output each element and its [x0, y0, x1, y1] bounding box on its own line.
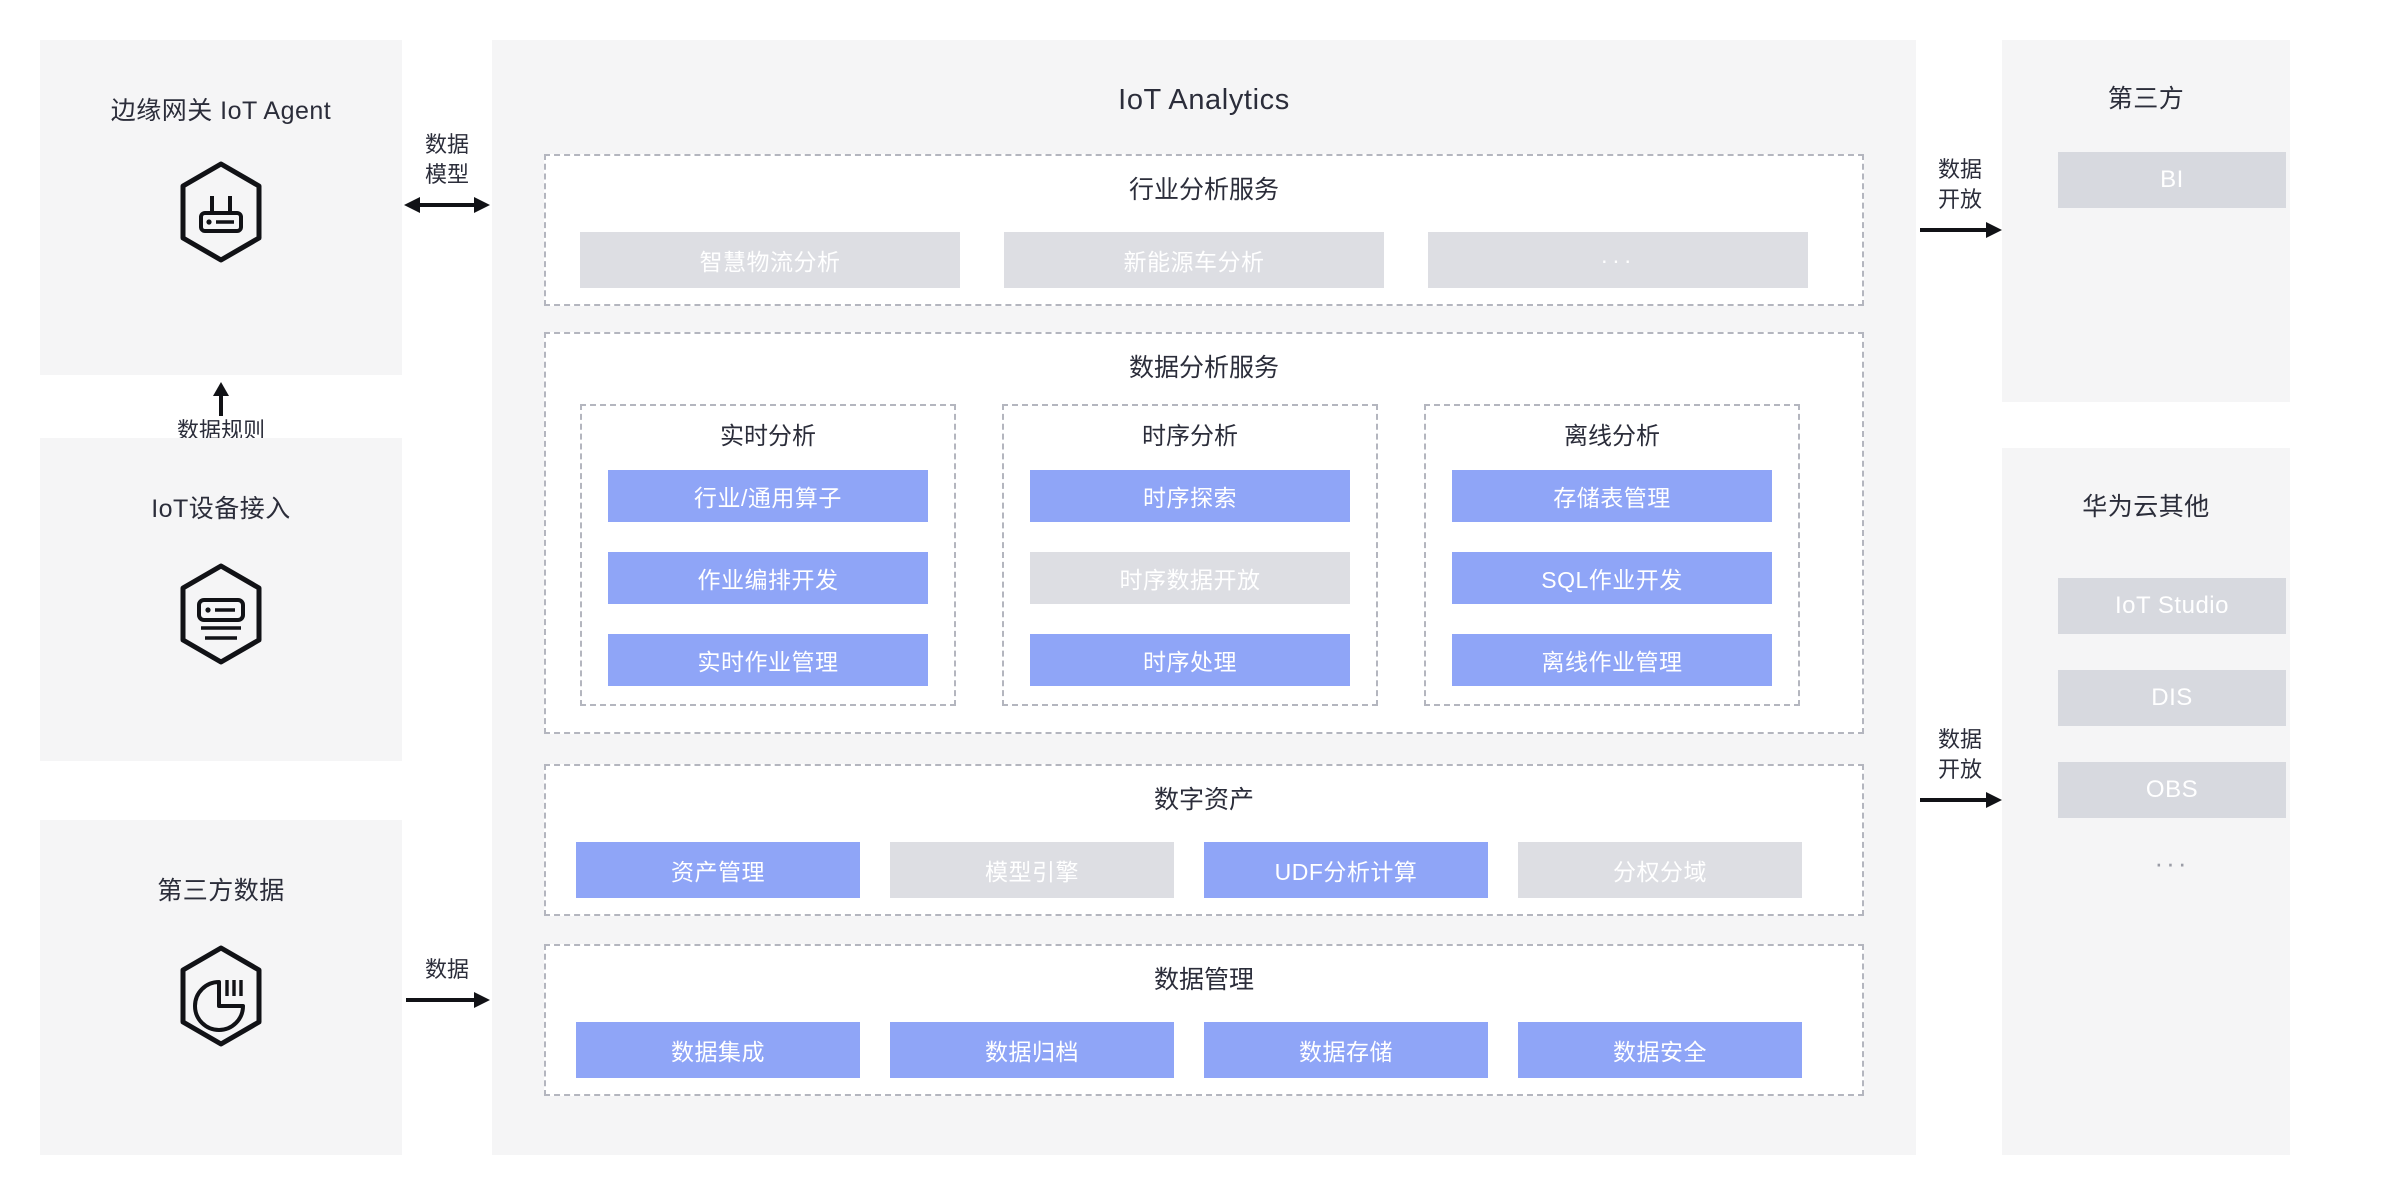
source-panel-edge-gateway: 边缘网关 IoT Agent: [40, 40, 402, 375]
group-timeseries-analysis: 时序分析 时序探索 时序数据开放 时序处理: [1002, 404, 1378, 706]
iot-analytics-container: IoT Analytics 行业分析服务 智慧物流分析 新能源车分析 ··· 数…: [492, 40, 1916, 1155]
chip-timeseries-0[interactable]: 时序探索: [1030, 470, 1350, 522]
source-panel-device-access: IoT设备接入: [40, 438, 402, 761]
chip-timeseries-2[interactable]: 时序处理: [1030, 634, 1350, 686]
section-industry-analysis: 行业分析服务 智慧物流分析 新能源车分析 ···: [544, 154, 1864, 306]
group-offline-analysis-title: 离线分析: [1564, 423, 1660, 450]
connector-data-model-label: 数据 模型: [424, 132, 469, 187]
section-data-management: 数据管理 数据集成 数据归档 数据存储 数据安全: [544, 944, 1864, 1096]
consumer-panel-huawei-cloud-other: 华为云其他 IoT Studio DIS OBS ···: [2002, 448, 2290, 1155]
third-party-data-title: 第三方数据: [157, 877, 285, 905]
chip-huawei-dis[interactable]: DIS: [2058, 670, 2286, 726]
chip-timeseries-1[interactable]: 时序数据开放: [1030, 552, 1350, 604]
router-hexagon-icon: [40, 160, 402, 264]
chip-industry-1[interactable]: 新能源车分析: [1004, 232, 1384, 288]
arrow-up-icon: [213, 382, 229, 416]
arrow-right-icon: [1920, 792, 2002, 808]
group-realtime-analysis-title: 实时分析: [720, 423, 816, 450]
section-data-analysis: 数据分析服务 实时分析 行业/通用算子 作业编排开发 实时作业管理 时序分析 时…: [544, 332, 1864, 734]
chip-huawei-iot-studio[interactable]: IoT Studio: [2058, 578, 2286, 634]
chip-asset-0[interactable]: 资产管理: [576, 842, 860, 898]
chip-asset-1[interactable]: 模型引擎: [890, 842, 1174, 898]
connector-data-model: 数据 模型: [402, 130, 492, 216]
huawei-cloud-other-title: 华为云其他: [2082, 493, 2210, 521]
connector-data-open-bottom: 数据 开放: [1916, 725, 2004, 811]
section-data-analysis-title: 数据分析服务: [1128, 354, 1279, 382]
third-party-title: 第三方: [2107, 85, 2185, 113]
group-timeseries-analysis-title: 时序分析: [1142, 423, 1238, 450]
section-industry-analysis-title: 行业分析服务: [1128, 176, 1279, 204]
chip-offline-1[interactable]: SQL作业开发: [1452, 552, 1772, 604]
source-panel-third-party-data: 第三方数据: [40, 820, 402, 1155]
pie-chart-hexagon-icon: [40, 944, 402, 1048]
chip-offline-0[interactable]: 存储表管理: [1452, 470, 1772, 522]
chip-realtime-0[interactable]: 行业/通用算子: [608, 470, 928, 522]
section-digital-assets: 数字资产 资产管理 模型引擎 UDF分析计算 分权分域: [544, 764, 1864, 916]
connector-data-in-label: 数据: [424, 957, 469, 982]
connector-data-in: 数据: [402, 955, 492, 1011]
connector-data-open-top: 数据 开放: [1916, 155, 2004, 241]
connector-data-open-bottom-label: 数据 开放: [1937, 727, 1982, 782]
arrow-right-icon: [406, 992, 490, 1008]
edge-gateway-title: 边缘网关 IoT Agent: [110, 97, 332, 125]
chip-datamgmt-1[interactable]: 数据归档: [890, 1022, 1174, 1078]
chip-industry-0[interactable]: 智慧物流分析: [580, 232, 960, 288]
chip-asset-2[interactable]: UDF分析计算: [1204, 842, 1488, 898]
group-realtime-analysis: 实时分析 行业/通用算子 作业编排开发 实时作业管理: [580, 404, 956, 706]
chip-asset-3[interactable]: 分权分域: [1518, 842, 1802, 898]
group-offline-analysis: 离线分析 存储表管理 SQL作业开发 离线作业管理: [1424, 404, 1800, 706]
section-data-management-title: 数据管理: [1153, 966, 1254, 994]
chip-third-party-bi[interactable]: BI: [2058, 152, 2286, 208]
huawei-cloud-other-ellipsis: ···: [2154, 848, 2190, 878]
arrow-right-icon: [1920, 222, 2002, 238]
chip-datamgmt-3[interactable]: 数据安全: [1518, 1022, 1802, 1078]
chip-realtime-2[interactable]: 实时作业管理: [608, 634, 928, 686]
page-title: IoT Analytics: [1118, 84, 1290, 116]
connector-data-open-top-label: 数据 开放: [1937, 157, 1982, 212]
device-access-title: IoT设备接入: [151, 495, 291, 523]
double-arrow-icon: [404, 197, 490, 213]
chip-datamgmt-2[interactable]: 数据存储: [1204, 1022, 1488, 1078]
chip-huawei-obs[interactable]: OBS: [2058, 762, 2286, 818]
chip-realtime-1[interactable]: 作业编排开发: [608, 552, 928, 604]
chip-datamgmt-0[interactable]: 数据集成: [576, 1022, 860, 1078]
chip-offline-2[interactable]: 离线作业管理: [1452, 634, 1772, 686]
server-hexagon-icon: [40, 562, 402, 666]
chip-industry-2[interactable]: ···: [1428, 232, 1808, 288]
section-digital-assets-title: 数字资产: [1153, 786, 1254, 814]
consumer-panel-third-party: 第三方 BI: [2002, 40, 2290, 402]
